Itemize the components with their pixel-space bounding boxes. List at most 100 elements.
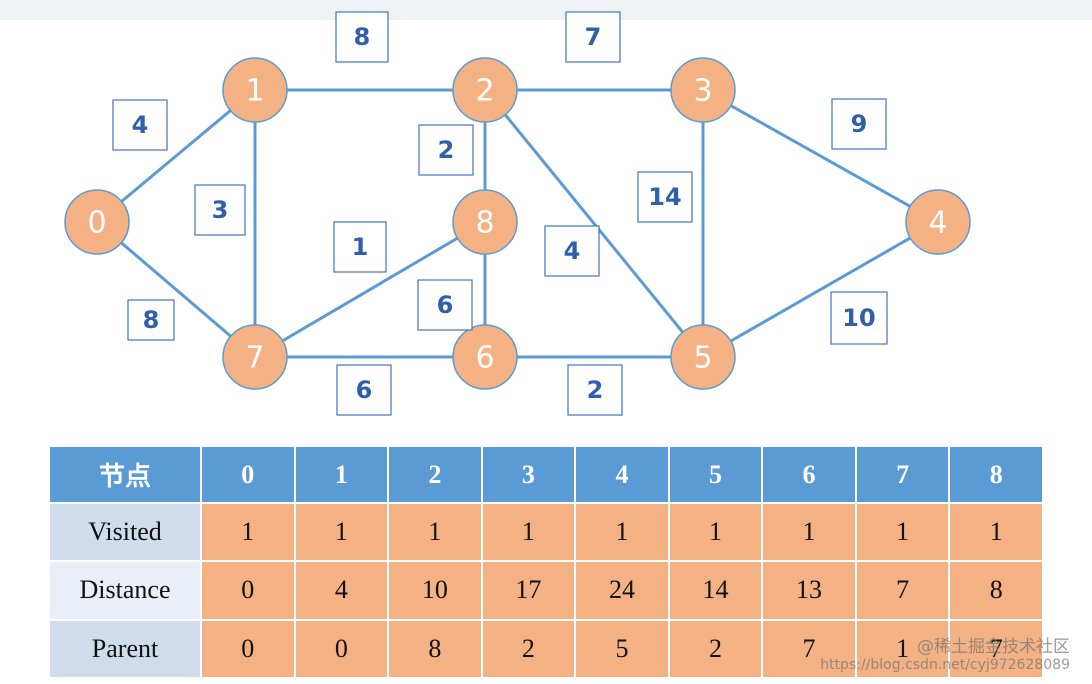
- table-cell: 1: [576, 504, 668, 561]
- table-cell: 0: [202, 620, 294, 677]
- node-circle: [64, 189, 130, 255]
- weight-label: 7: [585, 23, 602, 51]
- weight-box-frame: [336, 364, 392, 416]
- weight-box-1-2: 8: [335, 11, 389, 63]
- weight-box-2-8: 2: [418, 124, 474, 176]
- weight-box-7-6: 6: [336, 364, 392, 416]
- node-circle: [222, 57, 288, 123]
- node-5: 5: [670, 324, 736, 390]
- node-label: 0: [87, 206, 106, 241]
- table-cell: 1: [763, 504, 855, 561]
- weight-box-frame: [417, 279, 473, 331]
- weight-label: 3: [212, 196, 229, 224]
- weight-box-1-7: 3: [194, 184, 246, 236]
- weight-box-frame: [830, 291, 888, 345]
- weight-box-3-4: 9: [831, 98, 887, 150]
- weight-box-frame: [565, 11, 621, 63]
- weight-box-frame: [112, 99, 168, 151]
- table-cell: 8: [950, 562, 1042, 619]
- table-cell: 1: [202, 504, 294, 561]
- weight-label: 4: [564, 237, 581, 265]
- table-cell: 7: [856, 562, 949, 619]
- node-label: 5: [693, 341, 712, 376]
- top-bar: [0, 0, 1092, 20]
- table-cell: 1: [389, 504, 481, 561]
- weight-label: 9: [851, 110, 868, 138]
- watermark: @稀土掘金技术社区 https://blog.csdn.net/cyj97262…: [820, 638, 1070, 674]
- table-cell: 0: [202, 562, 294, 619]
- weight-box-frame: [418, 124, 474, 176]
- table-cell: 7: [950, 620, 1042, 677]
- weight-box-4-5: 10: [830, 291, 888, 345]
- node-circle: [905, 189, 971, 255]
- table-cell: 13: [763, 562, 855, 619]
- edge-0-1: [96, 88, 256, 224]
- weight-box-7-8: 1: [333, 221, 387, 273]
- weight-box-frame: [544, 225, 600, 277]
- weight-box-2-5: 4: [544, 225, 600, 277]
- node-circle: [452, 57, 518, 123]
- node-circle: [222, 324, 288, 390]
- weight-label: 2: [438, 136, 455, 164]
- row-header: Distance: [50, 562, 200, 619]
- node-label: 3: [693, 74, 712, 109]
- weight-box-2-3: 7: [565, 11, 621, 63]
- node-label: 2: [475, 74, 494, 109]
- column-header-4: 4: [576, 447, 668, 502]
- weight-label: 2: [587, 376, 604, 404]
- column-header-7: 7: [856, 447, 949, 502]
- table-cell: 1: [856, 504, 949, 561]
- weight-box-frame: [637, 171, 693, 223]
- weight-box-0-7: 8: [127, 299, 175, 341]
- column-header-6: 6: [763, 447, 855, 502]
- column-header-8: 8: [950, 447, 1042, 502]
- node-0: 0: [64, 189, 130, 255]
- weight-label: 4: [132, 111, 149, 139]
- weight-label: 6: [437, 291, 454, 319]
- node-label: 6: [475, 341, 494, 376]
- table-cell: 2: [482, 620, 575, 677]
- node-label: 8: [475, 206, 494, 241]
- watermark-brand: @稀土掘金技术社区: [917, 637, 1070, 657]
- node-7: 7: [222, 324, 288, 390]
- column-header-0: 0: [202, 447, 294, 502]
- table-cell: 10: [389, 562, 481, 619]
- node-label: 7: [245, 341, 264, 376]
- node-3: 3: [670, 57, 736, 123]
- edge-0-7: [96, 220, 256, 359]
- weight-box-6-5: 2: [567, 364, 623, 416]
- weight-label: 10: [842, 304, 875, 332]
- edge-7-8: [254, 220, 486, 359]
- table-cell: 4: [295, 562, 388, 619]
- column-header-5: 5: [669, 447, 762, 502]
- node-1: 1: [222, 57, 288, 123]
- weight-label: 6: [356, 376, 373, 404]
- column-header-1: 1: [295, 447, 388, 502]
- node-circle: [670, 324, 736, 390]
- table-cell: 5: [576, 620, 668, 677]
- node-6: 6: [452, 324, 518, 390]
- weight-box-frame: [333, 221, 387, 273]
- weight-box-frame: [831, 98, 887, 150]
- table-cell: 1: [295, 504, 388, 561]
- table-cell: 1: [856, 620, 949, 677]
- table-cell: 1: [669, 504, 762, 561]
- node-label: 4: [928, 206, 947, 241]
- weight-box-frame: [127, 299, 175, 341]
- weight-label: 1: [352, 233, 369, 261]
- node-circle: [452, 189, 518, 255]
- node-label: 1: [245, 74, 264, 109]
- weight-label: 14: [648, 183, 681, 211]
- table-cell: 17: [482, 562, 575, 619]
- column-header-2: 2: [389, 447, 481, 502]
- weight-box-frame: [194, 184, 246, 236]
- node-circle: [452, 324, 518, 390]
- weight-box-8-6: 6: [417, 279, 473, 331]
- table-cell: 0: [295, 620, 388, 677]
- node-4: 4: [905, 189, 971, 255]
- table-corner-header: 节点: [50, 447, 200, 502]
